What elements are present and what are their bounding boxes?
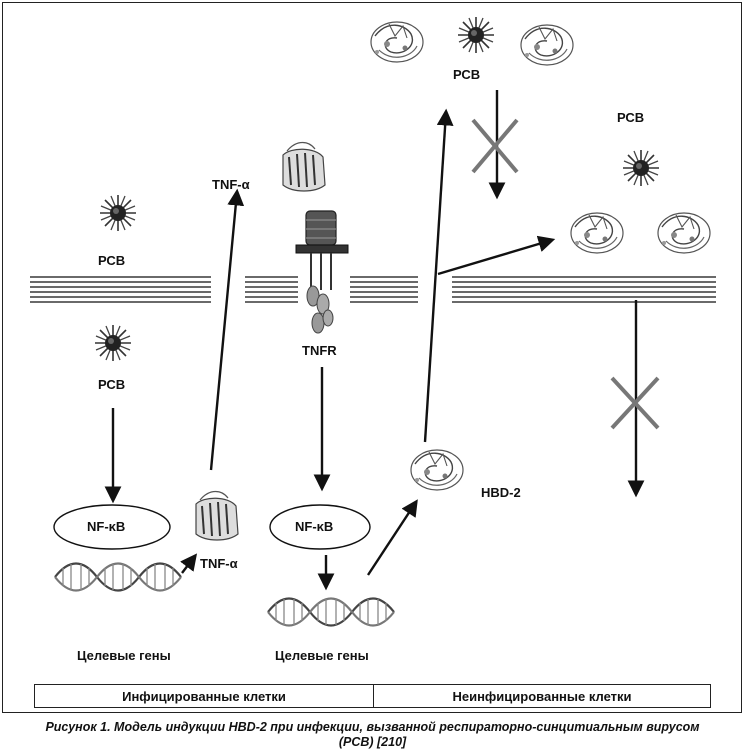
figure-caption: Рисунок 1. Модель индукции HBD-2 при инф… [0, 720, 745, 750]
dna-middle-icon [266, 597, 396, 627]
rsv-virus-right-icon [622, 149, 660, 187]
tnf-alpha-label-top: TNF-α [212, 177, 250, 192]
tnfr-receptor-icon [295, 210, 349, 334]
rsv-protein-icon [520, 24, 574, 66]
dna-left-icon [53, 562, 183, 592]
nfkb-label-left: NF-κB [87, 519, 126, 534]
hbd2-label: HBD-2 [481, 485, 521, 500]
rsv-virus-outside-icon [99, 194, 137, 232]
hbd2-protein-icon [410, 449, 464, 491]
rsv-label-outside: РСВ [98, 253, 126, 268]
tnf-alpha-protein-icon [282, 141, 326, 192]
cell-membrane-middle-left [245, 276, 298, 303]
arrow-genes-to-tnf [180, 553, 198, 574]
rsv-label-right: РСВ [617, 110, 645, 125]
rsv-label-top: РСВ [453, 67, 481, 82]
figure-frame [2, 2, 742, 713]
arrow-hbd2-secretion [423, 108, 454, 443]
rsv-protein-icon [370, 21, 424, 63]
tnf-alpha-protein-icon [195, 490, 239, 541]
block-cross-top-icon [471, 118, 519, 174]
rsv-virus-top-icon [457, 16, 495, 54]
cell-membrane-left [30, 276, 211, 303]
nfkb-middle-oval [269, 504, 371, 550]
infected-cells-box: Инфицированные клетки [34, 684, 374, 708]
cell-membrane-right [452, 276, 716, 303]
target-genes-label-left: Целевые гены [77, 648, 171, 663]
nfkb-left-oval [53, 504, 171, 550]
caption-line-2: (РСВ) [210] [338, 735, 407, 749]
tnf-alpha-label-bottom: TNF-α [200, 556, 238, 571]
rsv-label-inside: РСВ [98, 377, 126, 392]
tnfr-label: TNFR [302, 343, 337, 358]
caption-line-1: Рисунок 1. Модель индукции HBD-2 при инф… [45, 720, 700, 734]
target-genes-label-middle: Целевые гены [275, 648, 369, 663]
block-cross-bottom-icon [610, 376, 660, 430]
arrow-tnf-secretion [209, 188, 245, 471]
arrow-genes-to-hbd2 [366, 499, 418, 576]
uninfected-cells-box: Неинфицированные клетки [373, 684, 711, 708]
rsv-virus-inside-icon [94, 324, 132, 362]
hbd2-protein-icon [570, 212, 624, 254]
nfkb-label-middle: NF-κB [295, 519, 334, 534]
pathway-arrows [104, 90, 645, 591]
hbd2-protein-icon [657, 212, 711, 254]
cell-membrane-middle-right [350, 276, 418, 303]
arrow-to-uninfected [437, 235, 556, 276]
